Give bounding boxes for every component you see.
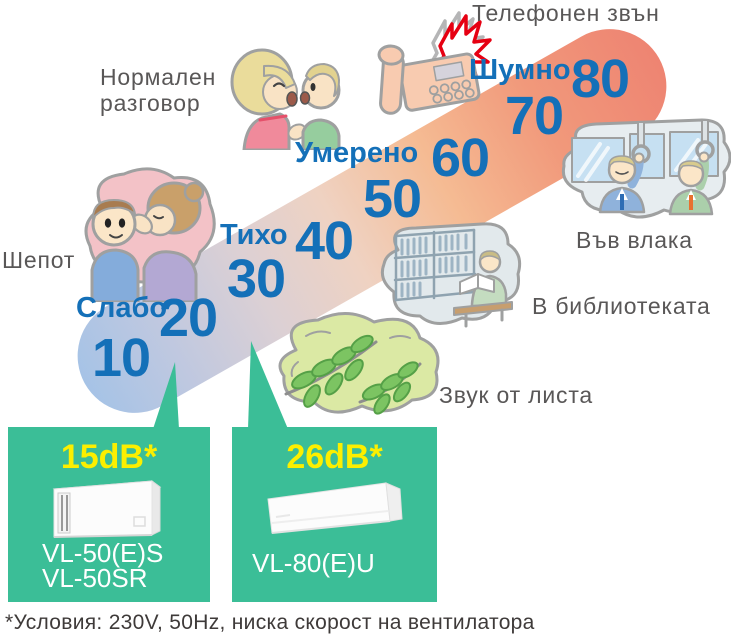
level-label-slabo: Слабо [76,292,168,324]
level-label-umereno: Умерено [295,137,419,169]
db-value-40: 40 [295,211,354,271]
db-value-30: 30 [227,249,286,309]
caption-phone: Телефонен звън [472,0,660,26]
caption-leaves: Звук от листа [439,382,594,408]
level-label-shumno: Шумно [469,54,571,86]
model-names-vl50: VL-50(E)S VL-50SR [42,538,164,593]
model-names-vl80: VL-80(E)U [252,548,375,578]
level-label-tiho: Тихо [220,219,288,251]
model-name: VL-80(E)U [252,548,375,578]
telephone-ringing-icon [377,11,492,115]
db-badge-26: 26dB* [286,438,383,476]
caption-whisper: Шепот [2,247,76,273]
db-value-80: 80 [571,49,630,109]
db-value-10: 10 [92,328,151,388]
product-card-vl80: 26dB* VL-80(E)U [232,427,437,602]
db-value-20: 20 [159,288,218,348]
library-reader-icon [380,222,522,328]
model-name: VL-50SR [42,563,148,593]
vl50-unit-image [52,480,162,538]
db-value-70: 70 [505,86,564,146]
model-name: VL-50(E)S [42,538,164,568]
leaves-icon [278,312,440,415]
product-card-vl50: 15dB* VL-50(E)S VL-50SR [8,427,210,602]
train-passengers-icon [561,118,731,219]
caption-train: Във влака [576,227,693,253]
caption-conversation: Нормален разговор [100,64,217,117]
caption-library: В библиотеката [532,293,711,319]
db-badge-15: 15dB* [60,438,158,476]
db-value-50: 50 [363,169,422,229]
db-value-60: 60 [431,128,490,188]
talking-couple-icon [230,48,341,150]
footnote: *Условия: 230V, 50Hz, ниска скорост на в… [5,611,535,634]
vl80-unit-image [267,482,403,534]
whisper-icon [84,167,216,302]
